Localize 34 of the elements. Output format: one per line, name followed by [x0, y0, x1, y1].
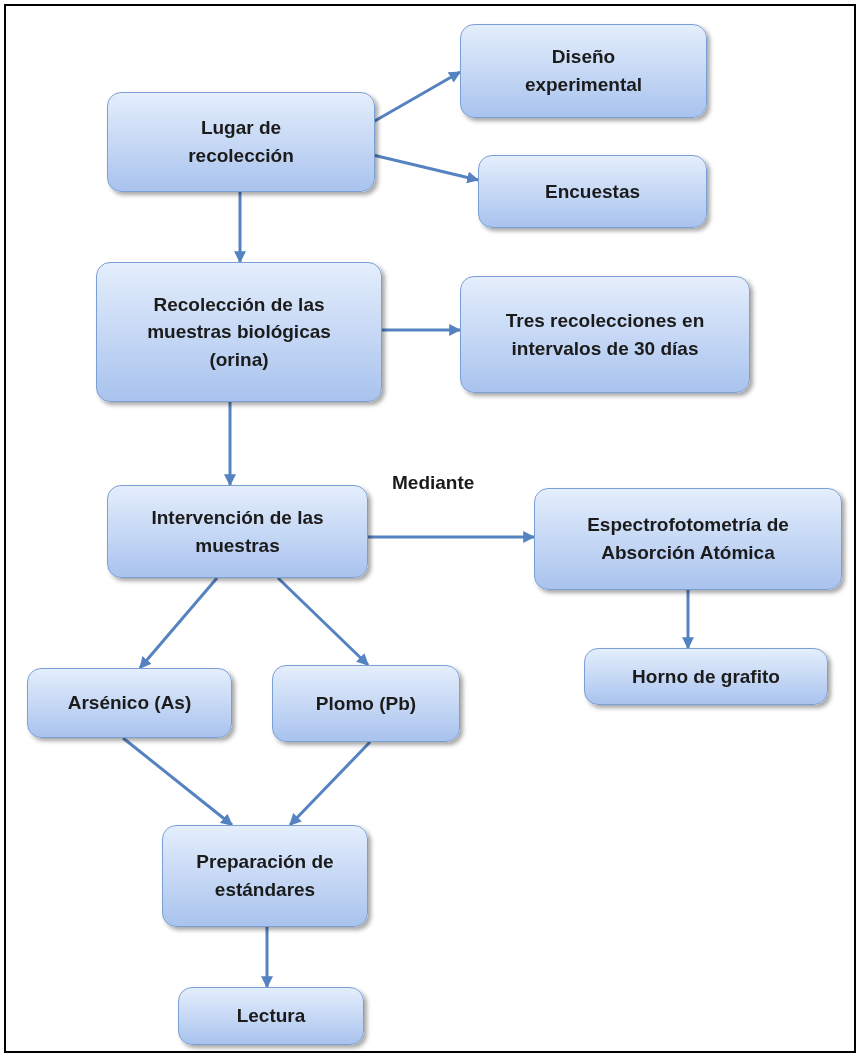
arrow: [234, 192, 246, 264]
arrow: [224, 402, 236, 487]
box-label: Tres recolecciones en intervalos de 30 días: [504, 308, 706, 361]
box-label: Encuestas: [544, 179, 640, 204]
process-box: [478, 155, 707, 228]
box-label: Diseño experimental: [523, 45, 644, 97]
process-box: [584, 648, 828, 705]
process-box: [27, 668, 232, 738]
box-label: Lectura: [236, 1004, 306, 1029]
box-label: Espectrofotometría de Absorción Atómica: [586, 513, 790, 565]
process-box: [460, 24, 707, 118]
box-label: Recolección de las muestras biológicas (orina): [146, 292, 332, 372]
process-box: [96, 262, 382, 402]
box-label: Plomo (Pb): [315, 691, 417, 716]
box-label: Arsénico (As): [67, 691, 192, 716]
arrow: [682, 590, 694, 650]
box-label: Lugar de recolección: [187, 116, 295, 168]
process-box: [107, 92, 375, 192]
arrow: [288, 740, 372, 827]
arrow: [368, 531, 536, 543]
process-box: [460, 276, 750, 393]
arrow: [276, 576, 370, 667]
box-label: Intervención de las muestras: [150, 505, 325, 558]
box-label: Preparación de estándares: [195, 850, 335, 902]
process-box: [534, 488, 842, 590]
box-label: Horno de grafito: [632, 664, 780, 689]
process-box: [272, 665, 460, 742]
arrow: [138, 577, 219, 669]
arrow: [261, 927, 273, 989]
process-box: [162, 825, 368, 927]
process-box: [107, 485, 368, 578]
process-box: [178, 987, 364, 1045]
arrow: [122, 736, 233, 827]
arrow: [382, 324, 462, 336]
